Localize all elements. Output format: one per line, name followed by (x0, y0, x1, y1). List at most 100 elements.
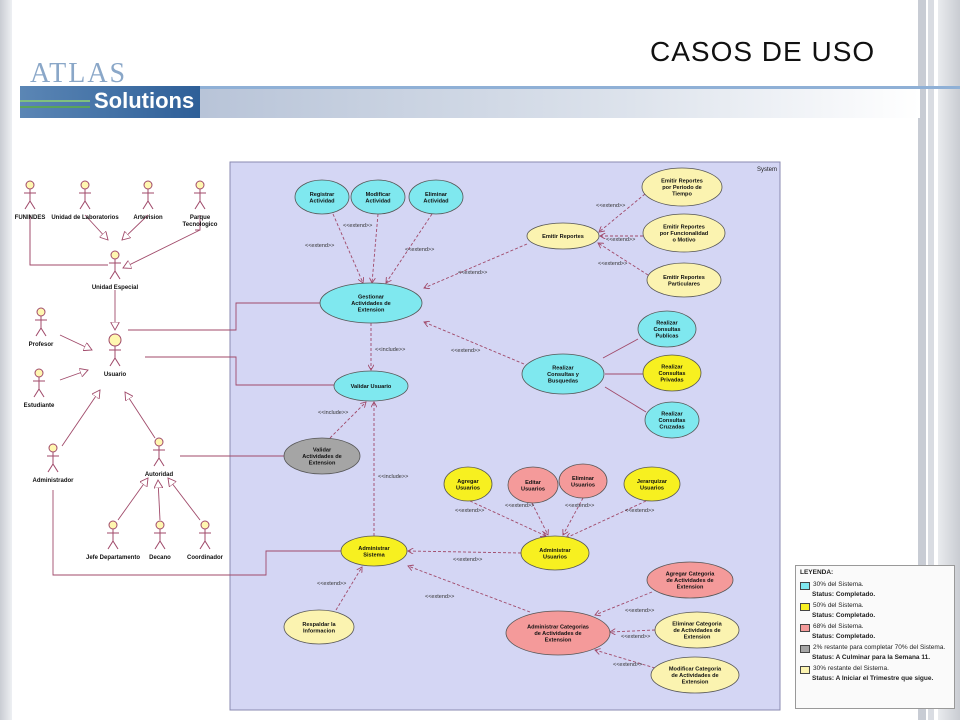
use-case-label: Usuarios (543, 554, 567, 560)
logo-atlas-text: ATLAS (30, 58, 128, 89)
actor-label: Decano (149, 555, 171, 561)
actor-coordinador: Coordinador (187, 520, 224, 561)
stereotype-label: <<extend>> (598, 261, 627, 267)
header-line (200, 86, 960, 89)
use-case-label: Administrar (539, 548, 571, 554)
use-case-label: de Actividades de (534, 631, 581, 637)
relationship-line (335, 567, 362, 611)
relationship-line (61, 390, 100, 447)
actor-label: Administrador (32, 478, 74, 484)
use-case-label: Emitir Reportes (542, 234, 584, 240)
relationship-line (125, 392, 156, 439)
use-case-label: Actividad (365, 198, 391, 204)
use-case-label: Eliminar (425, 192, 448, 198)
use-case-label: Emitir Reportes (663, 275, 705, 281)
use-case-label: Extension (358, 308, 385, 314)
use-case-label: Modificar (366, 192, 392, 198)
actor-label: Usuario (104, 372, 127, 378)
actor-label: Jefe Departamento (86, 555, 140, 561)
use-case-label: Modificar Categoria (669, 667, 722, 673)
slide-title: CASOS DE USO (650, 36, 876, 67)
use-case-label: Realizar (552, 366, 574, 372)
use-case-label: Respaldar la (302, 622, 336, 628)
legend-item: 2% restante para completar 70% del Siste… (796, 642, 954, 663)
stereotype-label: <<extend>> (317, 581, 346, 587)
stereotype-label: <<extend>> (606, 237, 635, 243)
legend-box: LEYENDA: 30% del Sistema. Status: Comple… (795, 565, 955, 709)
relationship-line (122, 214, 149, 240)
use-case-label: Jerarquizar (637, 479, 668, 485)
actor-label: Unidad Especial (92, 285, 139, 291)
use-case-label: Editar (525, 480, 542, 486)
relationship-line (117, 478, 148, 521)
use-case-label: Gestionar (358, 295, 385, 301)
use-case-label: o Motivo (673, 238, 697, 244)
relationship-line (59, 334, 92, 350)
relationship-line (372, 213, 379, 283)
stereotype-label: <<extend>> (455, 508, 484, 514)
relationship-line (59, 370, 88, 381)
relationship-line (595, 591, 653, 615)
use-case-label: Sistema (363, 552, 385, 558)
actor-artevision: Artevision (133, 180, 163, 221)
use-case-label: Consultas (658, 418, 685, 424)
use-case-label: Consultas (658, 371, 685, 377)
relationship-line (386, 213, 433, 283)
relationship-line (424, 243, 528, 288)
legend-swatch (800, 624, 810, 632)
use-case-label: Tiempo (672, 192, 692, 198)
use-case-label: Consultas (653, 327, 680, 333)
relationship-line (595, 650, 656, 669)
actor-label: Estudiante (24, 403, 55, 409)
use-case-label: Usuarios (571, 482, 595, 488)
use-case-label: Consultas y (547, 372, 580, 378)
use-case-label: Eliminar Categoria (672, 622, 722, 628)
use-case-label: Extension (684, 635, 711, 641)
stereotype-label: <<extend>> (625, 508, 654, 514)
use-case-label: Realizar (661, 412, 683, 418)
use-case-label: por Funcionalidad (660, 231, 709, 237)
stereotype-label: <<extend>> (613, 662, 642, 668)
actor-profesor: Profesor (29, 307, 54, 348)
slide-right-frame-outer (938, 0, 960, 720)
use-case-label: Administrar (358, 546, 390, 552)
legend-status: Status: Completado. (812, 633, 876, 640)
use-case-label: Emitir Reportes (663, 225, 705, 231)
relationship-line (604, 386, 647, 413)
legend-item: 30% del Sistema. Status: Completado. (796, 579, 954, 600)
actor-autoridad: Autoridad (145, 437, 173, 478)
uc-validar-usuario[interactable]: Validar Usuario (333, 370, 409, 402)
uc-emitir-reportes[interactable]: Emitir Reportes (526, 222, 600, 250)
use-case-label: Agregar (457, 479, 479, 485)
use-case-label: Extension (677, 585, 704, 591)
relationship-line (329, 402, 366, 439)
stereotype-label: <<extend>> (625, 608, 654, 614)
relationship-line (168, 478, 201, 521)
legend-text: 2% restante para completar 70% del Siste… (813, 644, 946, 651)
use-case-label: Usuarios (521, 486, 545, 492)
